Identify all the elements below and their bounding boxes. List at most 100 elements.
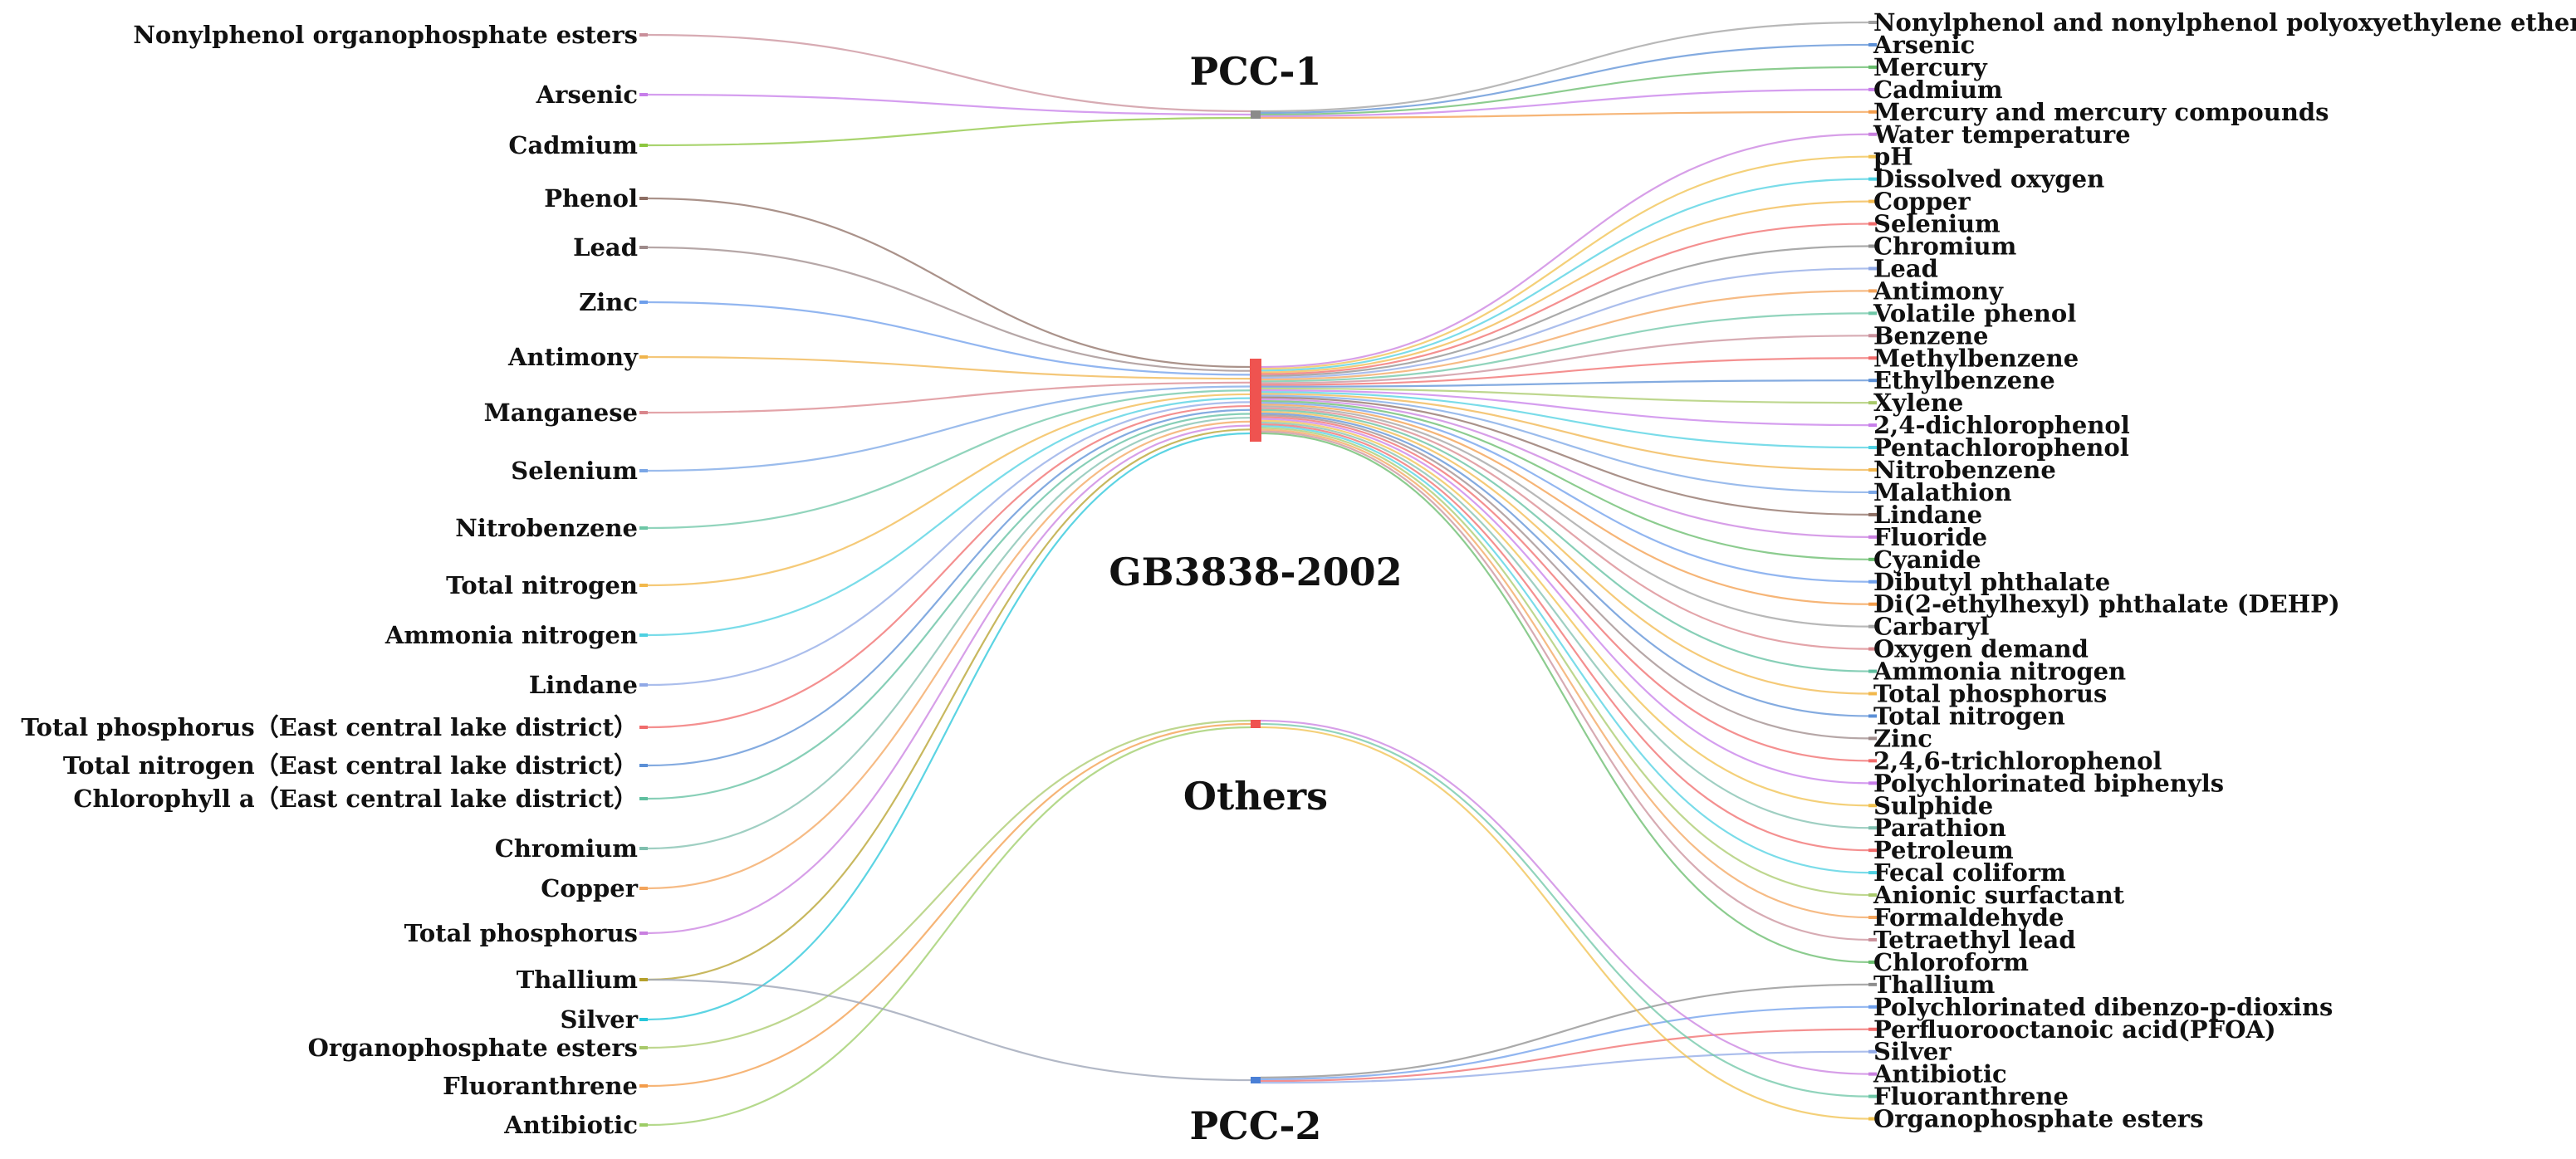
link-right-zinc [1261,414,1869,740]
right-label-benzene: Benzene [1873,321,1989,350]
link-right-dissolved-oxygen [1261,178,1869,372]
right-label-mercury: Mercury [1873,53,1988,81]
link-right-polychlorinated-biphenyls [1261,418,1869,785]
link-right-total-nitrogen [1261,413,1869,717]
link-right-polychlorinated-dibenzo-p-dioxins [1260,1005,1869,1081]
right-label-chromium: Chromium [1873,232,2017,261]
link-right-chromium [1261,245,1869,377]
link-left-manganese [647,381,1251,414]
link-right-antimony [1261,290,1869,381]
hub-label-others: Others [1183,774,1328,819]
right-label-di-2-ethylhexyl-phthalate-dehp: Di(2-ethylhexyl) phthalate (DEHP) [1873,590,2340,619]
left-labels: Nonylphenol organophosphate estersArseni… [21,21,648,1139]
right-label-ammonia-nitrogen: Ammonia nitrogen [1873,658,2126,686]
left-label-cadmium: Cadmium [508,131,638,159]
link-right-tetraethyl-lead [1261,430,1869,941]
right-label-fluoranthrene: Fluoranthrene [1873,1083,2069,1111]
link-right-organophosphate-esters [1260,726,1869,1120]
link-left-nitrobenzene [647,389,1251,530]
left-label-selenium: Selenium [511,457,638,485]
left-label-phenol: Phenol [544,184,638,213]
link-right-ph [1261,155,1869,370]
link-right-arsenic [1260,43,1869,115]
right-label-formaldehyde: Formaldehyde [1873,903,2064,932]
right-label-ph: pH [1873,143,1913,171]
left-label-lead: Lead [573,233,638,262]
right-label-silver: Silver [1873,1038,1952,1066]
link-right-xylene [1261,387,1869,404]
right-label-ethylbenzene: Ethylbenzene [1873,366,2055,394]
hub-node-pcc1 [1251,110,1261,119]
right-label-2-4-6-trichlorophenol: 2,4,6-trichlorophenol [1873,746,2162,775]
right-label-parathion: Parathion [1873,814,2006,842]
link-right-pentachlorophenol [1261,391,1869,449]
link-left-nonylphenol-organophosphate-esters [647,33,1251,113]
left-label-arsenic: Arsenic [536,81,638,109]
hub-node-gb [1250,359,1261,442]
link-right-selenium [1261,223,1869,375]
link-right-ammonia-nitrogen [1261,408,1869,672]
link-right-carbaryl [1261,405,1869,628]
right-label-lindane: Lindane [1873,501,1982,529]
right-label-methylbenzene: Methylbenzene [1873,344,2079,372]
left-label-antimony: Antimony [507,343,639,371]
right-label-anionic-surfactant: Anionic surfactant [1873,881,2125,909]
link-right-parathion [1261,421,1869,829]
link-right-oxygen-demand [1261,407,1869,650]
link-right-2-4-6-trichlorophenol [1261,416,1869,762]
link-right-cadmium [1260,88,1869,118]
left-label-manganese: Manganese [484,399,638,427]
right-label-total-nitrogen: Total nitrogen [1873,702,2065,730]
link-right-anionic-surfactant [1261,427,1869,897]
left-label-chlorophyll-a-east-central-lake-district: Chlorophyll a（East central lake district… [73,785,638,813]
left-label-antibiotic: Antibiotic [503,1111,638,1139]
link-left-thallium-pcc2 [647,978,1251,1082]
link-right-sulphide [1261,419,1869,807]
left-label-organophosphate-esters: Organophosphate esters [308,1034,638,1062]
link-right-water-temperature [1261,133,1869,369]
link-left-arsenic [647,93,1251,116]
link-right-fluoride [1261,398,1869,538]
right-label-fluoride: Fluoride [1873,523,1987,551]
link-left-total-nitrogen-east-central-lake-district [647,408,1251,767]
right-label-water-temperature: Water temperature [1873,120,2131,149]
right-label-pentachlorophenol: Pentachlorophenol [1873,433,2129,462]
link-right-perfluorooctanoic-acid-pfoa [1260,1028,1869,1083]
link-left-ammonia-nitrogen [647,397,1251,637]
link-left-silver [647,432,1251,1021]
link-left-total-nitrogen [647,393,1251,587]
right-label-antimony: Antimony [1873,276,2004,305]
link-left-antibiotic [647,726,1251,1127]
link-left-phenol [647,197,1251,369]
left-label-nonylphenol-organophosphate-esters: Nonylphenol organophosphate esters [133,21,638,49]
link-left-zinc [647,301,1251,376]
link-left-total-phosphorus-east-central-lake-district [647,404,1251,729]
right-label-tetraethyl-lead: Tetraethyl lead [1873,926,2076,954]
left-label-chromium: Chromium [495,834,639,863]
link-right-fecal-coliform [1261,425,1869,874]
link-right-petroleum [1261,423,1869,852]
right-label-2-4-dichlorophenol: 2,4-dichlorophenol [1873,411,2130,439]
right-label-polychlorinated-dibenzo-p-dioxins: Polychlorinated dibenzo-p-dioxins [1873,993,2333,1021]
link-right-2-4-dichlorophenol [1261,389,1869,427]
link-left-lindane [647,401,1251,687]
left-label-ammonia-nitrogen: Ammonia nitrogen [384,621,638,649]
link-left-thallium [647,428,1251,981]
right-label-nitrobenzene: Nitrobenzene [1873,456,2056,484]
link-right-copper [1261,200,1869,374]
left-label-copper: Copper [541,874,638,902]
hub-label-pcc1: PCC-1 [1190,49,1322,94]
link-right-di-2-ethylhexyl-phthalate-dehp [1261,403,1869,605]
left-label-nitrobenzene: Nitrobenzene [455,514,638,542]
link-right-formaldehyde [1261,428,1869,919]
right-label-carbaryl: Carbaryl [1873,613,1989,641]
right-label-mercury-and-mercury-compounds: Mercury and mercury compounds [1873,98,2329,126]
right-label-petroleum: Petroleum [1873,836,2014,864]
left-label-total-phosphorus: Total phosphorus [404,919,638,947]
right-label-chloroform: Chloroform [1873,948,2029,976]
link-right-chloroform [1261,432,1869,963]
hub-label-pcc2: PCC-2 [1190,1103,1322,1148]
link-left-chromium [647,417,1251,850]
right-label-selenium: Selenium [1873,210,2001,238]
right-label-malathion: Malathion [1873,478,2012,506]
